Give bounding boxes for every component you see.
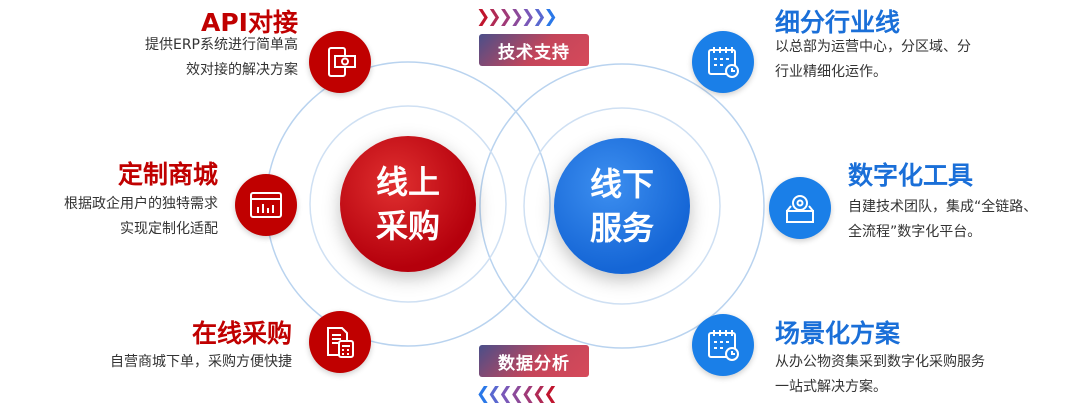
browser-chart-icon (235, 174, 297, 236)
right-inner-ring (523, 107, 721, 305)
item-desc-online-purchase: 自营商城下单，采购方便快捷 (110, 350, 292, 375)
desc-line: 提供ERP系统进行简单高 (144, 37, 298, 53)
desc-line: 全流程”数字化平台。 (848, 224, 982, 240)
item-title-custom-mall: 定制商城 (117, 160, 218, 189)
desc-line: 以总部为运营中心，分区域、分 (775, 39, 971, 55)
item-title-scenario-solutions: 场景化方案 (775, 319, 901, 348)
center-left-line2: 采购 (375, 207, 440, 245)
item-title-online-purchase: 在线采购 (191, 319, 292, 348)
desc-line: 一站式解决方案。 (775, 379, 887, 395)
offline-service-circle: 线下服务 (554, 138, 690, 274)
item-desc-industry-line: 以总部为运营中心，分区域、分 行业精细化运作。 (775, 35, 971, 85)
desc-line: 实现定制化适配 (120, 221, 218, 237)
right-outer-ring (479, 63, 765, 349)
desc-line: 行业精细化运作。 (775, 64, 887, 80)
left-inner-ring (309, 105, 507, 303)
document-calculator-icon (309, 311, 371, 373)
center-left-line1: 线上 (375, 163, 440, 201)
item-title-api: API对接 (201, 8, 298, 37)
badge-data-analysis: 数据分析 (479, 345, 589, 377)
right-arrows: ❯❯❯❯❯❯❯ (476, 7, 558, 27)
item-desc-digital-tools: 自建技术团队，集成“全链路、 全流程”数字化平台。 (848, 195, 1037, 245)
calendar-clock-icon (692, 31, 754, 93)
item-desc-scenario-solutions: 从办公物资集采到数字化采购服务 一站式解决方案。 (775, 350, 985, 400)
calendar-clock-icon (692, 314, 754, 376)
item-title-industry-line: 细分行业线 (775, 8, 901, 37)
center-right-line2: 服务 (589, 209, 654, 247)
phone-money-icon (309, 31, 371, 93)
desc-line: 自营商城下单，采购方便快捷 (110, 354, 292, 370)
badge-tech-support: 技术支持 (479, 34, 589, 66)
desc-line: 效对接的解决方案 (186, 62, 298, 78)
left-arrows: ❮❮❮❮❮❮❮ (476, 384, 558, 404)
center-right-line1: 线下 (589, 165, 654, 203)
online-purchase-circle: 线上采购 (340, 136, 476, 272)
item-desc-api: 提供ERP系统进行简单高 效对接的解决方案 (145, 33, 298, 83)
item-title-digital-tools: 数字化工具 (848, 161, 974, 190)
desc-line: 根据政企用户的独特需求 (64, 196, 218, 212)
item-desc-custom-mall: 根据政企用户的独特需求 实现定制化适配 (64, 192, 218, 242)
gear-box-icon (769, 177, 831, 239)
desc-line: 自建技术团队，集成“全链路、 (848, 199, 1038, 215)
desc-line: 从办公物资集采到数字化采购服务 (775, 354, 985, 370)
